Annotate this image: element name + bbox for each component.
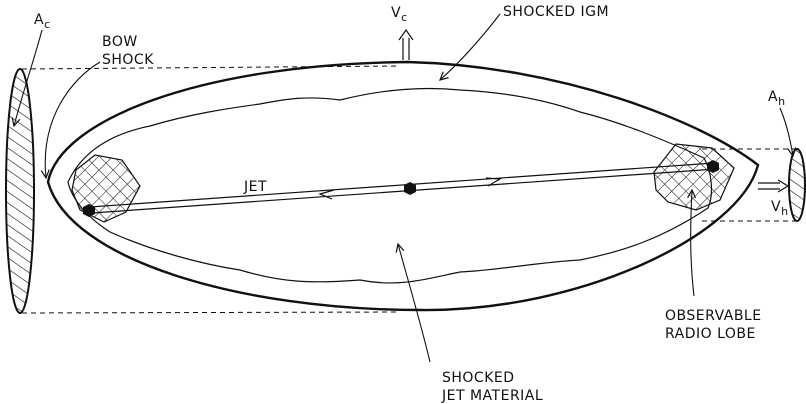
leader-shocked-jet [398,244,431,363]
cross-section-guides [21,65,797,314]
hotspot-right [653,143,735,211]
label-jet: JET [243,179,267,195]
hotspot-cross-section-ah [788,148,806,222]
hotspot-dot-right [707,160,719,173]
label-ac: Ac [34,12,51,31]
label-shocked-igm: SHOCKED IGM [503,4,609,20]
label-vh: Vh [771,199,789,218]
leader-ah [779,107,793,156]
jet-flow-arrow-left [318,189,335,200]
label-bow-shock-line1: BOW [102,34,138,50]
leader-lines [14,13,793,363]
label-observable-line1: OBSERVABLE [665,308,762,324]
core-dot [404,182,416,195]
label-bow-shock-line2: SHOCK [102,52,154,68]
bow-shock-outline [46,60,760,312]
leader-observable-lobe [691,190,694,297]
hotspot-dot-left [83,204,95,217]
cocoon-cross-section-ac [5,68,35,314]
jet [89,162,717,214]
leader-shocked-igm [440,13,501,80]
label-shocked-jet-line1: SHOCKED [442,370,515,386]
vh-arrow [758,179,790,193]
label-vc: Vc [391,5,408,24]
label-ah: Ah [768,89,786,108]
jet-flow-arrow-right [485,177,502,187]
leader-bow-shock [45,61,101,178]
leader-ac [14,29,43,126]
label-shocked-jet-line2: JET MATERIAL [441,388,543,404]
label-observable-line2: RADIO LOBE [665,326,756,342]
vc-arrow [398,28,414,60]
